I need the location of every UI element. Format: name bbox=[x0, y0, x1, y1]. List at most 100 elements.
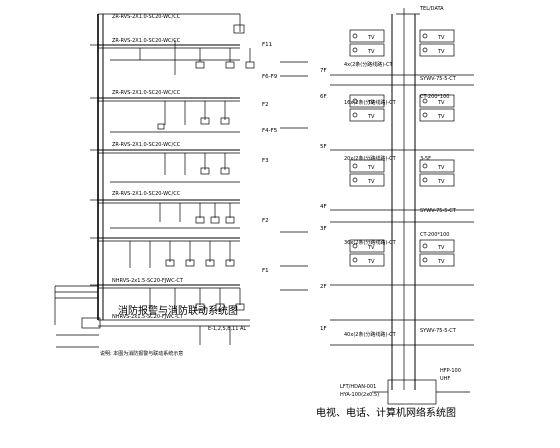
fire-alarm-linkage-diagram bbox=[54, 13, 308, 348]
floor-mark: F4-F5 bbox=[262, 128, 278, 134]
outlet-label: TV bbox=[437, 49, 445, 55]
cable-label: ZR-RVS-2X1.0-SC20-WC/CC bbox=[112, 38, 181, 44]
floor-label: 7F bbox=[320, 68, 327, 74]
cable-label: 36x(2条(分路线路)-CT bbox=[344, 239, 397, 246]
floor-band-3f bbox=[98, 199, 240, 229]
terminal-box bbox=[419, 29, 455, 43]
floor-band-1f bbox=[98, 284, 308, 312]
cable-label: ZR-RVS-2X1.0-SC20-WC/CC bbox=[112, 14, 181, 20]
outlet-label: TV bbox=[367, 114, 375, 120]
floor-mark: F1 bbox=[262, 268, 269, 274]
terminal-box bbox=[419, 159, 455, 173]
outlet-icon bbox=[352, 33, 358, 39]
outlet-label: TV bbox=[367, 35, 375, 41]
floor-label: 3F bbox=[320, 226, 327, 232]
cable-label: ZR-RVS-2X1.0-SC20-WC/CC bbox=[112, 90, 181, 96]
outlet-icon bbox=[352, 177, 358, 183]
outlet-icon bbox=[422, 243, 428, 249]
terminal-box bbox=[419, 108, 455, 122]
outlet-label: TV bbox=[437, 245, 445, 251]
equipment-label: UHF bbox=[440, 376, 450, 382]
right-diagram-title: 电视、电话、计算机网络系统图 bbox=[316, 406, 456, 419]
riser-label: SYWV-75-5-CT bbox=[420, 328, 457, 334]
riser-label: SYWV-75-5-CT bbox=[420, 208, 457, 214]
outlet-icon bbox=[422, 33, 428, 39]
floor-label: 1F bbox=[320, 326, 327, 332]
top-tag: TEL/DATA bbox=[419, 6, 444, 12]
terminal-box bbox=[349, 108, 385, 122]
equipment-label: HYA-100(2x0.5) bbox=[340, 392, 379, 398]
cable-label: 20x(2条(分路线路)-CT bbox=[344, 155, 397, 162]
floor-terminal-boxes: TV TV TV TV TV TV TV TV TV TV TV TV TV TV TV TV bbox=[349, 29, 455, 267]
terminal-box bbox=[419, 239, 455, 253]
terminal-box bbox=[419, 253, 455, 267]
outlet-label: TV bbox=[437, 165, 445, 171]
floor-mark: F11 bbox=[262, 42, 272, 48]
floor-mark: F3 bbox=[262, 158, 269, 164]
cable-label: ZR-RVS-2X1.0-SC20-WC/CC bbox=[112, 142, 181, 148]
floor-band-2f bbox=[98, 231, 308, 268]
outlet-label: TV bbox=[367, 259, 375, 265]
floor-label: 6F bbox=[320, 94, 327, 100]
terminal-box bbox=[349, 159, 385, 173]
cable-label: NHRVS-2x1.5-SC20-FJWC-CT bbox=[112, 314, 184, 320]
cable-label: 4x(2条(分路线路)-CT bbox=[344, 61, 393, 68]
outlet-icon bbox=[352, 47, 358, 53]
floor-mark: F2 bbox=[262, 102, 269, 108]
floor-band-4f bbox=[98, 149, 240, 183]
outlet-icon bbox=[352, 98, 358, 104]
outlet-icon bbox=[422, 257, 428, 263]
diagram-labels: ZR-RVS-2X1.0-SC20-WC/CC ZR-RVS-2X1.0-SC20… bbox=[100, 6, 461, 419]
legend-note: 说明: 本图为消防报警与联动系统示意 bbox=[100, 350, 183, 357]
outlet-label: TV bbox=[367, 165, 375, 171]
floor-band-6f bbox=[98, 40, 308, 77]
terminal-box bbox=[349, 239, 385, 253]
outlet-label: TV bbox=[367, 179, 375, 185]
riser-label: SYWV-75-5-CT bbox=[420, 76, 457, 82]
equipment-label: HFP-100 bbox=[440, 368, 461, 374]
outlet-icon bbox=[352, 243, 358, 249]
floor-mark: F2 bbox=[262, 218, 269, 224]
left-diagram-title: 消防报警与消防联动系统图 bbox=[118, 304, 238, 317]
cable-label: NHRVS-2x1.5-SC20-FJWC-CT bbox=[112, 278, 184, 284]
outlet-label: TV bbox=[367, 245, 375, 251]
outlet-icon bbox=[422, 112, 428, 118]
bottom-note: E-1,2,5,8,11 AL bbox=[208, 326, 246, 332]
equipment-label: LFT/HDAN-001 bbox=[340, 384, 376, 390]
floor-label: 2F bbox=[320, 284, 327, 290]
outlet-icon bbox=[352, 112, 358, 118]
outlet-icon bbox=[422, 163, 428, 169]
outlet-label: TV bbox=[437, 179, 445, 185]
cable-label: 16x(2条(分路线路)-CT bbox=[344, 99, 397, 106]
terminal-box bbox=[419, 43, 455, 57]
outlet-label: TV bbox=[437, 100, 445, 106]
outlet-icon bbox=[352, 163, 358, 169]
weak-current-network-diagram: TV TV TV TV TV TV TV TV TV TV TV TV TV TV TV TV bbox=[330, 8, 474, 405]
outlet-icon bbox=[422, 98, 428, 104]
terminal-box bbox=[349, 173, 385, 187]
cable-label: ZR-RVS-2X1.0-SC20-WC/CC bbox=[112, 191, 181, 197]
floor-label: 5F bbox=[320, 144, 327, 150]
cable-label: 40x(2条(分路线路)-CT bbox=[344, 331, 397, 338]
riser-label: 3-5F bbox=[420, 156, 431, 162]
floor-label: 4F bbox=[320, 204, 327, 210]
riser-label: CT-200*100 bbox=[420, 232, 449, 238]
outlet-icon bbox=[422, 177, 428, 183]
outlet-label: TV bbox=[437, 259, 445, 265]
outlet-label: TV bbox=[437, 35, 445, 41]
floor-band-5f bbox=[98, 97, 308, 133]
outlet-label: TV bbox=[367, 49, 375, 55]
terminal-box bbox=[349, 253, 385, 267]
terminal-box bbox=[419, 94, 455, 108]
floor-mark: F6-F9 bbox=[262, 74, 278, 80]
outlet-label: TV bbox=[437, 114, 445, 120]
outlet-icon bbox=[422, 47, 428, 53]
terminal-box bbox=[349, 94, 385, 108]
outlet-label: TV bbox=[367, 100, 375, 106]
terminal-box bbox=[349, 29, 385, 43]
terminal-box bbox=[419, 173, 455, 187]
terminal-box bbox=[349, 43, 385, 57]
outlet-icon bbox=[352, 257, 358, 263]
